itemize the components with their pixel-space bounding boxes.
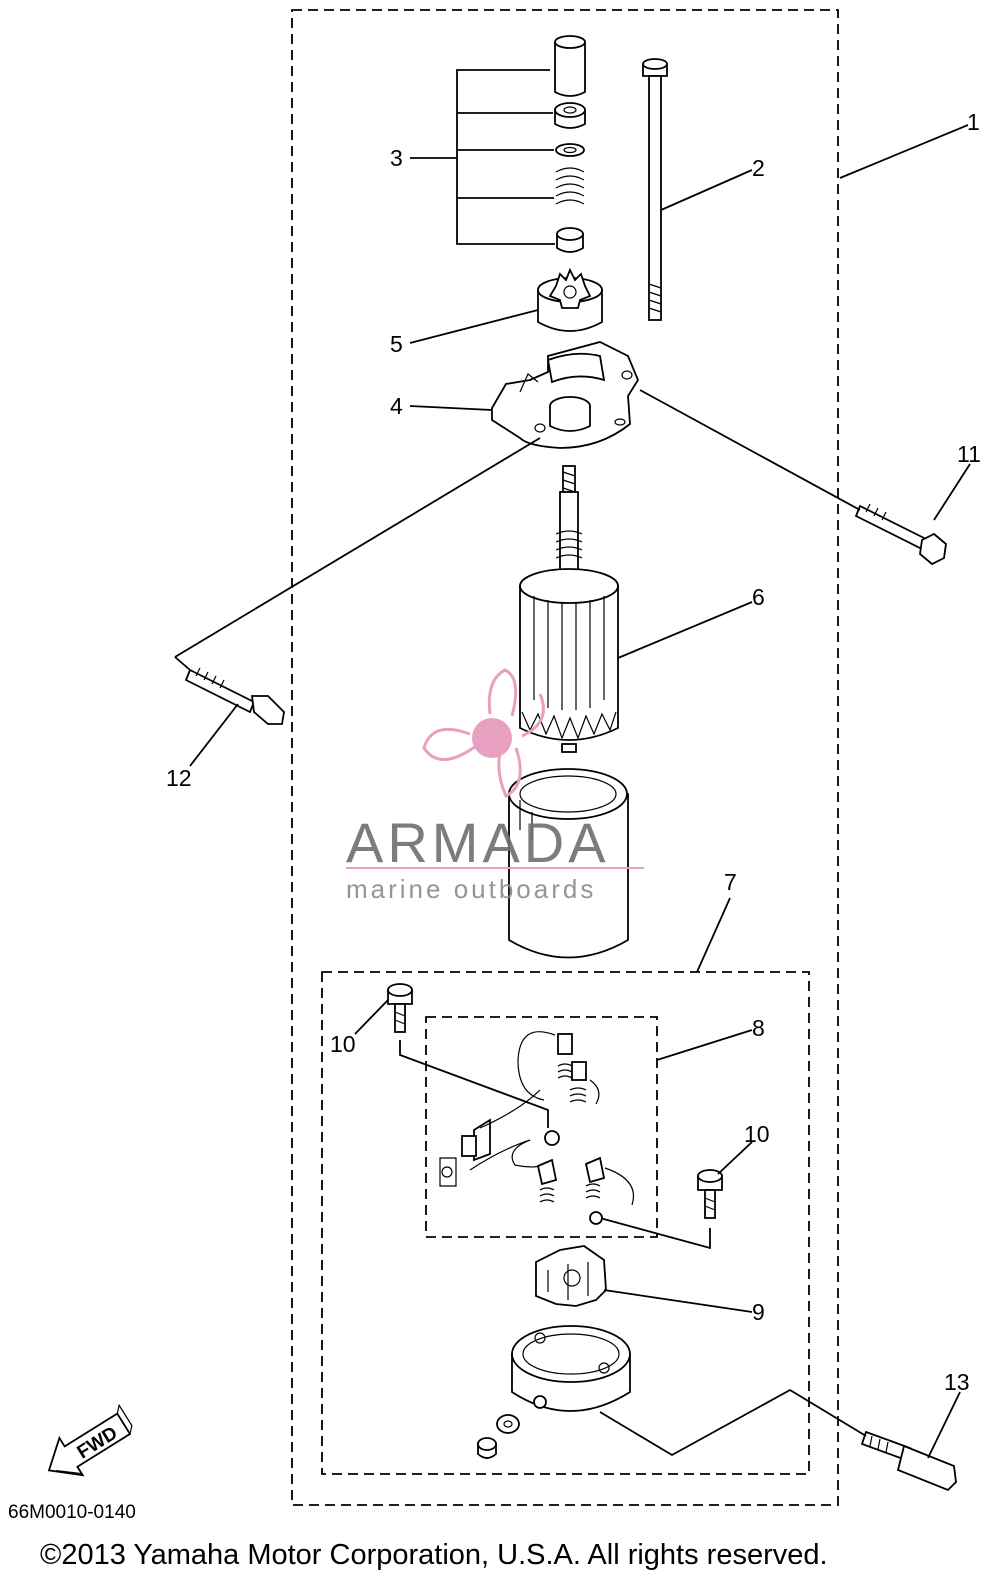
callout-6: 6 xyxy=(752,584,765,610)
callout-10a: 10 xyxy=(330,1031,356,1057)
part-2-through-bolt xyxy=(642,58,668,321)
leader-9 xyxy=(603,1289,753,1313)
part-11-bolt xyxy=(639,389,947,566)
leader-4 xyxy=(409,405,493,411)
part-10-screw-upper xyxy=(387,983,413,1033)
screw-lead-upper xyxy=(399,1040,549,1128)
callout-8: 8 xyxy=(752,1015,765,1041)
watermark-title: ARMADA xyxy=(346,811,610,874)
part-9-plate xyxy=(535,1245,607,1307)
assembly-boundary-1 xyxy=(291,9,839,1506)
assembly-boundary-8 xyxy=(425,1016,658,1238)
copyright-notice: ©2013 Yamaha Motor Corporation, U.S.A. A… xyxy=(40,1539,828,1571)
part-3-stopper-set xyxy=(410,35,586,253)
leader-10a xyxy=(354,999,389,1035)
part-4-front-bracket xyxy=(491,341,640,449)
part-5-pinion xyxy=(537,267,603,332)
callout-11: 11 xyxy=(957,441,981,467)
leader-8 xyxy=(656,1029,753,1061)
armada-watermark: ARMADA marine outboards xyxy=(346,668,644,904)
callout-5: 5 xyxy=(390,331,403,357)
part-13-bolt xyxy=(599,1388,957,1492)
leader-13 xyxy=(927,1391,961,1459)
part-10-screw-lower xyxy=(697,1169,723,1219)
callout-7: 7 xyxy=(724,869,737,895)
leader-10b xyxy=(717,1141,753,1175)
fwd-arrow-icon: FWD xyxy=(47,1403,133,1477)
leader-1 xyxy=(839,124,969,179)
part-8-brush-set xyxy=(439,1031,634,1225)
leader-6 xyxy=(617,601,753,659)
callout-3: 3 xyxy=(390,145,403,171)
watermark-subtitle: marine outboards xyxy=(346,874,596,904)
callout-2: 2 xyxy=(752,155,765,181)
part-12-bolt xyxy=(174,437,541,725)
callout-12: 12 xyxy=(166,765,192,791)
part-yoke xyxy=(508,768,629,959)
callout-4: 4 xyxy=(390,393,403,419)
leader-12 xyxy=(189,703,239,767)
callout-1: 1 xyxy=(967,109,980,135)
screw-lead-lower xyxy=(599,1217,711,1250)
assembly-boundary-7 xyxy=(321,971,810,1475)
callout-13: 13 xyxy=(944,1369,970,1395)
leader-11 xyxy=(933,463,971,521)
leader-7 xyxy=(696,897,731,973)
part-rear-cover xyxy=(477,1325,631,1459)
callout-10b: 10 xyxy=(744,1121,770,1147)
propeller-logo-icon xyxy=(422,668,545,799)
callout-9: 9 xyxy=(752,1299,765,1325)
diagram-code: 66M0010-0140 xyxy=(8,1502,136,1523)
leader-2 xyxy=(660,169,753,211)
part-6-armature xyxy=(519,465,619,753)
leader-5 xyxy=(409,309,539,344)
